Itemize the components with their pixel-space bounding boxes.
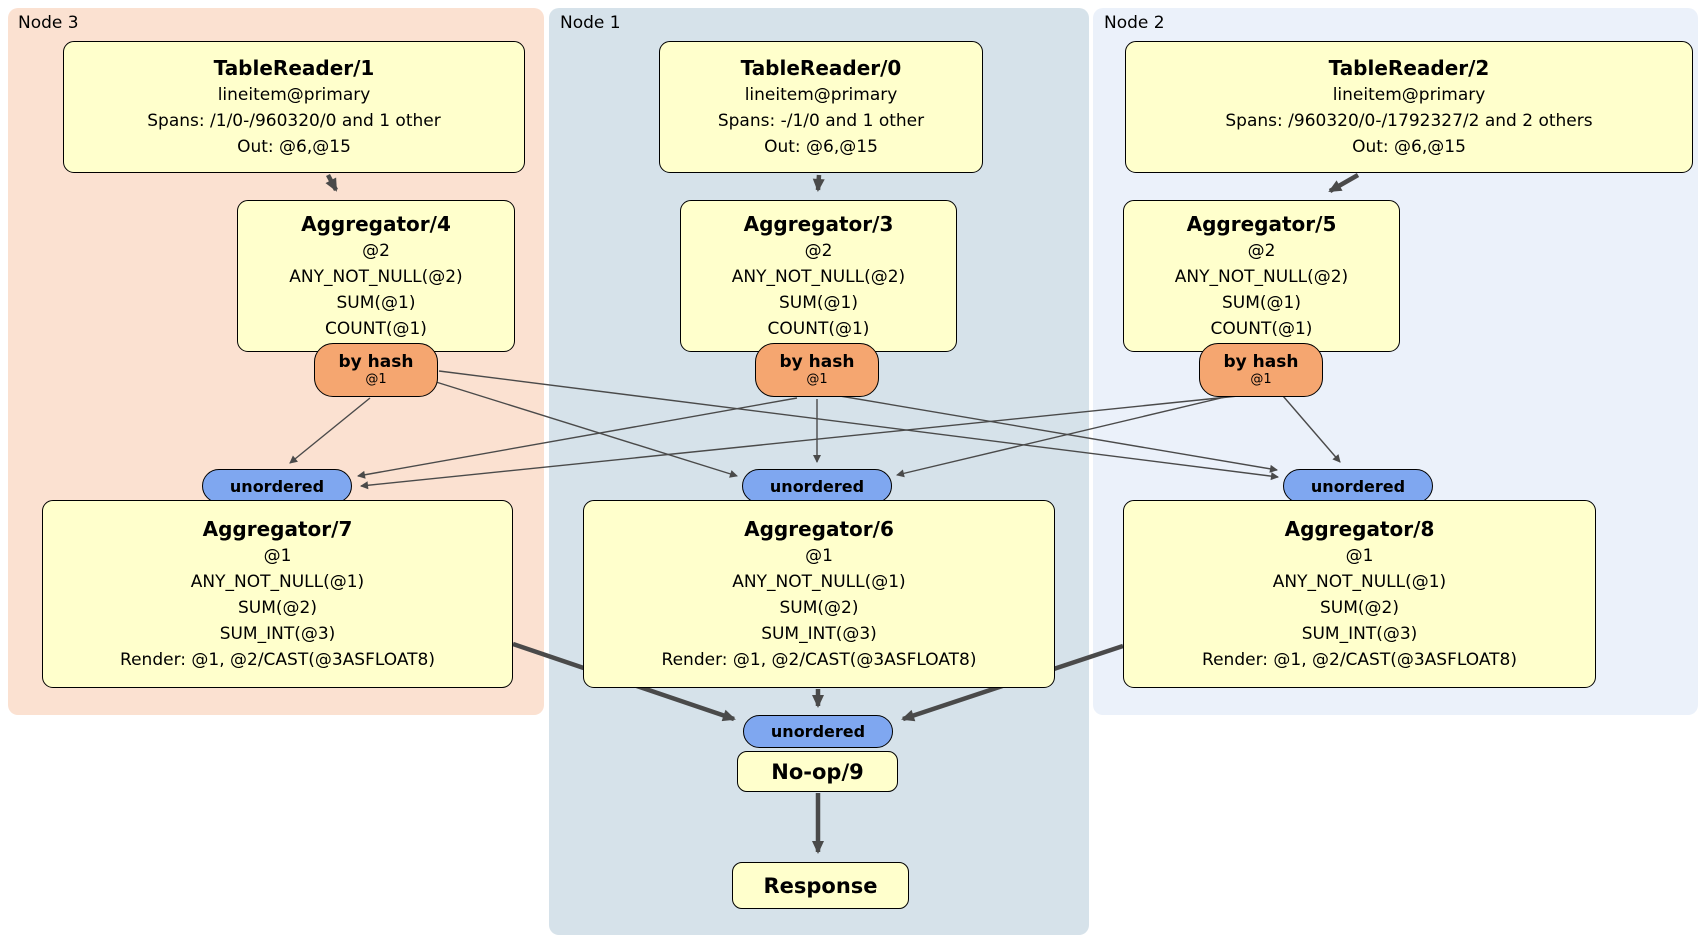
processor-detail-line: Render: @1, @2/CAST(@3ASFLOAT8) [120,650,435,670]
router-by-hash-3: by hash @1 [755,343,879,397]
router-detail: @1 [1250,372,1272,387]
panel-label-node-3: Node 3 [18,13,79,33]
processor-aggregator-3: Aggregator/3 @2 ANY_NOT_NULL(@2) SUM(@1)… [680,200,957,352]
processor-detail-line: Spans: /960320/0-/1792327/2 and 2 others [1225,111,1593,131]
processor-detail-line: Spans: /1/0-/960320/0 and 1 other [147,111,441,131]
processor-title: Response [763,873,878,898]
processor-detail-line: SUM_INT(@3) [761,624,877,644]
processor-detail-line: SUM_INT(@3) [219,624,336,644]
processor-noop-9: No-op/9 [737,751,898,792]
sync-label: unordered [770,722,866,741]
processor-detail-line: @1 [263,546,292,566]
processor-title: TableReader/1 [213,56,375,80]
processor-detail-line: lineitem@primary [217,85,371,105]
sync-unordered-8: unordered [1283,469,1433,503]
processor-title: Aggregator/8 [1284,517,1435,541]
panel-label-node-2: Node 2 [1104,13,1165,33]
processor-detail-line: SUM_INT(@3) [1301,624,1418,644]
processor-title: Aggregator/6 [744,517,894,541]
sync-unordered-6: unordered [742,469,892,503]
processor-detail-line: Render: @1, @2/CAST(@3ASFLOAT8) [1202,650,1517,670]
processor-detail-line: ANY_NOT_NULL(@2) [1174,267,1349,287]
processor-detail-line: Render: @1, @2/CAST(@3ASFLOAT8) [661,650,977,670]
processor-detail-line: @2 [804,241,833,261]
processor-detail-line: @1 [1345,546,1374,566]
router-label: by hash [1223,352,1299,372]
processor-aggregator-6: Aggregator/6 @1 ANY_NOT_NULL(@1) SUM(@2)… [583,500,1055,688]
processor-title: Aggregator/5 [1186,212,1337,236]
router-label: by hash [338,352,414,372]
processor-detail-line: lineitem@primary [744,85,898,105]
processor-tablereader-1: TableReader/1 lineitem@primary Spans: /1… [63,41,525,173]
processor-detail-line: @2 [362,241,390,261]
processor-detail-line: ANY_NOT_NULL(@2) [731,267,906,287]
processor-title: TableReader/0 [740,56,902,80]
processor-detail-line: @1 [805,546,833,566]
processor-detail-line: ANY_NOT_NULL(@1) [1272,572,1447,592]
processor-detail-line: Out: @6,@15 [237,137,351,157]
router-by-hash-4: by hash @1 [314,343,438,397]
sync-label: unordered [229,476,325,496]
processor-title: Aggregator/3 [743,212,894,236]
processor-title: Aggregator/7 [202,517,353,541]
processor-detail-line: ANY_NOT_NULL(@1) [190,572,365,592]
processor-detail-line: ANY_NOT_NULL(@2) [289,267,463,287]
processor-detail-line: SUM(@1) [779,293,858,313]
processor-tablereader-2: TableReader/2 lineitem@primary Spans: /9… [1125,41,1693,173]
sync-unordered-7: unordered [202,469,352,503]
processor-detail-line: lineitem@primary [1332,85,1486,105]
router-by-hash-5: by hash @1 [1199,343,1323,397]
panel-label-node-1: Node 1 [560,13,621,33]
processor-detail-line: SUM(@1) [336,293,416,313]
processor-title: TableReader/2 [1328,56,1490,80]
processor-detail-line: COUNT(@1) [325,319,427,339]
processor-detail-line: SUM(@2) [779,598,859,618]
router-detail: @1 [365,372,387,387]
processor-title: No-op/9 [771,759,864,784]
processor-aggregator-4: Aggregator/4 @2 ANY_NOT_NULL(@2) SUM(@1)… [237,200,515,352]
processor-title: Aggregator/4 [301,212,451,236]
processor-detail-line: @2 [1247,241,1276,261]
sync-unordered-9: unordered [743,715,893,748]
router-label: by hash [779,352,855,372]
router-detail: @1 [806,372,828,387]
sync-label: unordered [769,476,865,496]
processor-aggregator-8: Aggregator/8 @1 ANY_NOT_NULL(@1) SUM(@2)… [1123,500,1596,688]
processor-tablereader-0: TableReader/0 lineitem@primary Spans: -/… [659,41,983,173]
processor-detail-line: Out: @6,@15 [1352,137,1466,157]
processor-detail-line: Spans: -/1/0 and 1 other [717,111,925,131]
processor-detail-line: SUM(@2) [238,598,317,618]
processor-aggregator-7: Aggregator/7 @1 ANY_NOT_NULL(@1) SUM(@2)… [42,500,513,688]
processor-aggregator-5: Aggregator/5 @2 ANY_NOT_NULL(@2) SUM(@1)… [1123,200,1400,352]
processor-detail-line: SUM(@2) [1320,598,1399,618]
processor-detail-line: ANY_NOT_NULL(@1) [732,572,906,592]
processor-detail-line: SUM(@1) [1222,293,1301,313]
processor-detail-line: COUNT(@1) [767,319,870,339]
processor-detail-line: Out: @6,@15 [764,137,878,157]
processor-detail-line: COUNT(@1) [1210,319,1313,339]
sync-label: unordered [1310,476,1406,496]
response-node: Response [732,862,909,909]
